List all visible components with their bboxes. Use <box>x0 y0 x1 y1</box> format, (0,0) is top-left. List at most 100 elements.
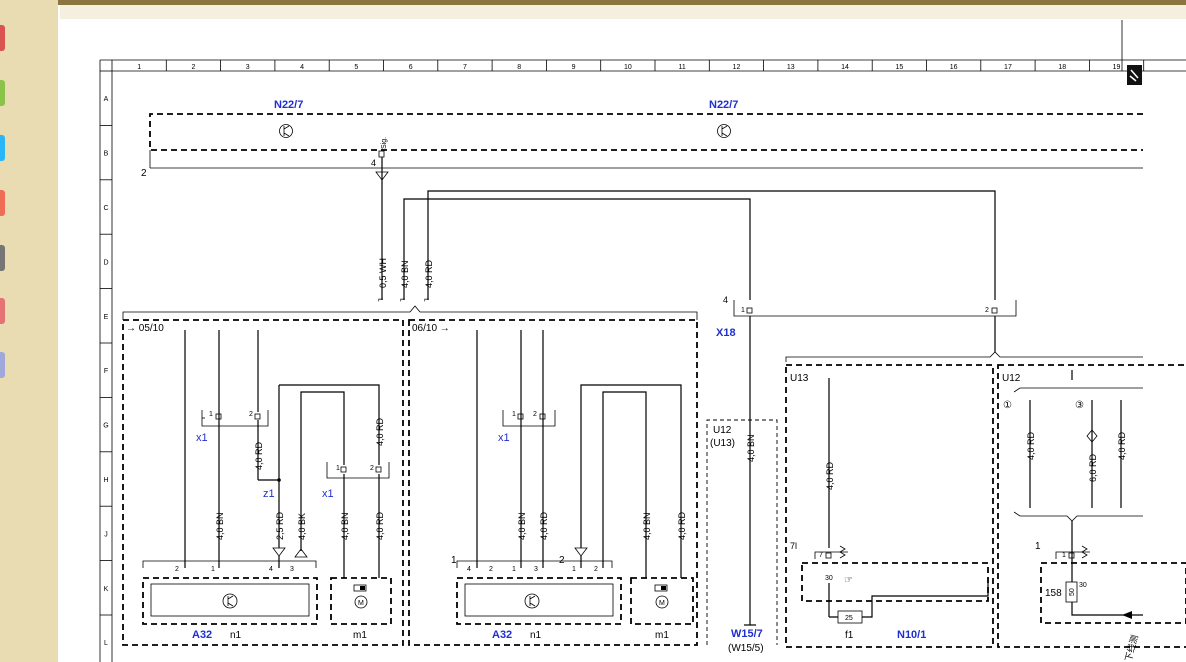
n22-label-right: N22/7 <box>709 99 738 111</box>
svg-text:1: 1 <box>512 411 516 418</box>
sidebar-tab-red[interactable] <box>0 25 5 51</box>
sidebar-tab-green[interactable] <box>0 80 5 106</box>
u13-module <box>785 364 994 648</box>
wire-label: 4,0 BN <box>400 260 410 288</box>
corner-tool-icon[interactable] <box>1127 65 1142 85</box>
transistor-symbol-icon <box>222 593 238 609</box>
column-label: 17 <box>1004 64 1012 71</box>
svg-text:③: ③ <box>1075 400 1084 411</box>
connector-down-icon <box>574 547 588 557</box>
svg-text:4,0 RD: 4,0 RD <box>1117 431 1127 460</box>
svg-text:1: 1 <box>741 307 745 314</box>
svg-text:(W15/5): (W15/5) <box>728 643 764 654</box>
svg-text:⌐: ⌐ <box>400 294 405 304</box>
svg-text:4: 4 <box>269 566 273 573</box>
pin-2-label: 2 <box>141 168 147 179</box>
svg-text:2: 2 <box>175 566 179 573</box>
svg-text:25: 25 <box>845 615 853 622</box>
svg-text:4,0 RD: 4,0 RD <box>1026 431 1036 460</box>
svg-text:2: 2 <box>594 566 598 573</box>
svg-text:2: 2 <box>533 411 537 418</box>
column-label: 6 <box>409 64 413 71</box>
svg-text:3: 3 <box>290 566 294 573</box>
column-label: 15 <box>895 64 903 71</box>
z1-label: z1 <box>263 488 275 500</box>
column-label: 9 <box>572 64 576 71</box>
sidebar-tab-orange[interactable] <box>0 190 5 216</box>
n10-internal-box <box>801 562 989 602</box>
column-label: 19 <box>1113 64 1121 71</box>
svg-text:1: 1 <box>512 566 516 573</box>
document-top-strip <box>60 5 1186 19</box>
sidebar-tab-blue[interactable] <box>0 135 5 161</box>
svg-text:1: 1 <box>209 411 213 418</box>
column-label: 18 <box>1058 64 1066 71</box>
svg-text:4,0 BN: 4,0 BN <box>215 512 225 540</box>
svg-text:4,0 BN: 4,0 BN <box>340 512 350 540</box>
sidebar-tab-violet[interactable] <box>0 352 5 378</box>
u12-module <box>997 364 1186 648</box>
svg-text:4,0 RD: 4,0 RD <box>375 417 385 446</box>
column-label: 16 <box>950 64 958 71</box>
connector-down-icon <box>272 547 286 557</box>
row-label: G <box>103 423 108 430</box>
svg-text:158: 158 <box>1045 588 1062 599</box>
row-label: C <box>103 205 108 212</box>
n1-module-right <box>456 577 622 625</box>
ref-0510: → 05/10 <box>126 323 164 334</box>
a32-module-right <box>408 319 698 646</box>
column-label: 2 <box>191 64 195 71</box>
svg-text:6,0 RD: 6,0 RD <box>1088 453 1098 482</box>
connector-x1: 1 2 <box>201 410 269 427</box>
x18-label: X18 <box>716 327 736 339</box>
a32-module-left <box>122 319 404 646</box>
svg-text:4,0 BN: 4,0 BN <box>746 434 756 462</box>
n22-label-left: N22/7 <box>274 99 303 111</box>
row-ticks <box>100 70 112 616</box>
svg-text:1: 1 <box>451 555 457 566</box>
a32-label-left: A32 <box>192 629 212 641</box>
column-label: 14 <box>841 64 849 71</box>
column-label: 1 <box>137 64 141 71</box>
sidebar-tab-grey[interactable] <box>0 245 5 271</box>
svg-text:4,0 BK: 4,0 BK <box>297 513 307 540</box>
motor-icon: M <box>353 584 368 609</box>
transistor-symbol-icon <box>717 124 731 138</box>
x1-label: x1 <box>498 432 510 444</box>
svg-text:3: 3 <box>534 566 538 573</box>
svg-text:n1: n1 <box>530 630 542 641</box>
svg-text:M: M <box>358 600 364 607</box>
ref-0610: 06/10 → <box>412 323 450 334</box>
svg-text:1: 1 <box>1035 541 1041 552</box>
svg-text:1: 1 <box>211 566 215 573</box>
pin-4-label: 4 <box>371 158 376 168</box>
row-label: A <box>104 96 109 103</box>
svg-text:1: 1 <box>572 566 576 573</box>
svg-text:4,0 RD: 4,0 RD <box>539 511 549 540</box>
diagram-frame <box>99 20 1186 662</box>
column-label: 3 <box>246 64 250 71</box>
n10-label: N10/1 <box>897 629 926 641</box>
column-label: 12 <box>733 64 741 71</box>
svg-text:7: 7 <box>819 552 823 559</box>
svg-text:30: 30 <box>1079 582 1087 589</box>
svg-text:4: 4 <box>723 295 728 305</box>
column-label: 7 <box>463 64 467 71</box>
sidebar-tab-pink[interactable] <box>0 298 5 324</box>
svg-text:2: 2 <box>249 411 253 418</box>
svg-text:M: M <box>659 600 665 607</box>
u12-label: U12 <box>1002 373 1021 384</box>
a32-label-right: A32 <box>492 629 512 641</box>
svg-text:7l: 7l <box>790 541 797 551</box>
row-label: K <box>104 586 109 593</box>
svg-text:4: 4 <box>467 566 471 573</box>
column-label: 8 <box>517 64 521 71</box>
x1-label: x1 <box>322 488 334 500</box>
svg-text:4,0 RD: 4,0 RD <box>375 511 385 540</box>
motor-icon: M <box>654 584 669 609</box>
n22-box <box>149 113 1143 151</box>
m1-module-left <box>330 577 392 625</box>
svg-text:W15/7: W15/7 <box>731 628 763 640</box>
